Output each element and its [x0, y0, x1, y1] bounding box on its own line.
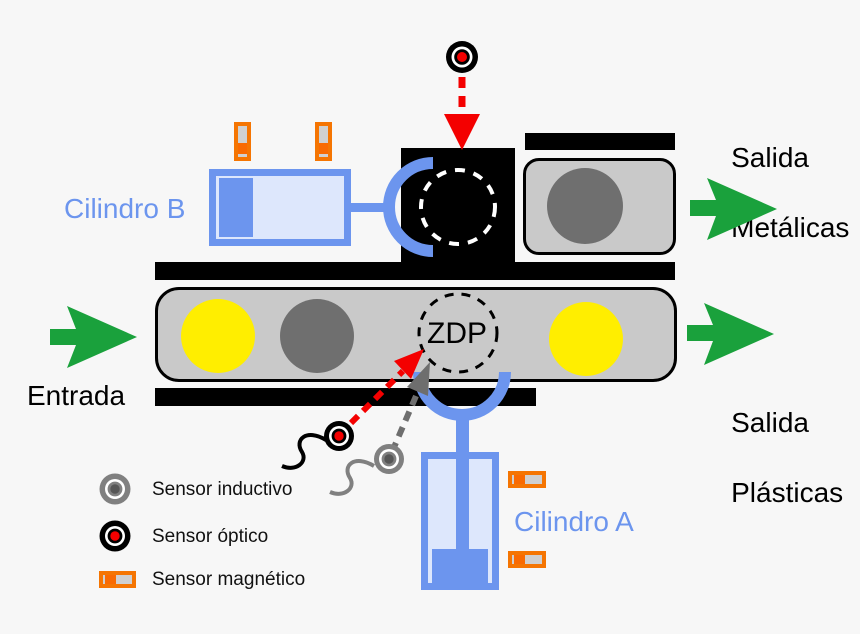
- input-arrow: [50, 306, 137, 368]
- cylinder-a-label: Cilindro A: [514, 506, 634, 537]
- cylinder-b-label: Cilindro B: [64, 193, 186, 224]
- inductive-sensor-bottom-icon: [329, 444, 404, 496]
- magnetic-sensor-b2: [315, 122, 332, 161]
- cylinder-b-body: [209, 169, 351, 246]
- optical-sensor-icon: [99, 520, 131, 552]
- optical-sensor-cable: [281, 433, 328, 470]
- plastic-output-label: Salida Plásticas: [731, 407, 844, 508]
- magnetic-sensor-a1: [508, 471, 546, 488]
- input-label: Entrada: [27, 380, 126, 411]
- magnetic-sensor-b1-indicator: [238, 143, 247, 154]
- conveyor-lower-bar: [155, 388, 536, 406]
- optical-detection-arrow-top: [444, 77, 480, 150]
- metal-tray-guide-bar: [525, 133, 675, 150]
- conveyor-upper-bar: [155, 262, 675, 280]
- metal-output-label: Salida Metálicas: [731, 142, 850, 243]
- sorting-block: [401, 148, 515, 263]
- plastic-piece-left: [181, 299, 255, 373]
- magnetic-sensor-a2-indicator: [514, 555, 525, 564]
- magnetic-sensor-a2: [508, 551, 546, 568]
- magnetic-sensor-b2-indicator: [319, 143, 328, 154]
- conveyor-belt: [155, 287, 677, 382]
- metal-piece-in-tray: [547, 168, 623, 244]
- zdp-zone-label: ZDP: [427, 317, 487, 350]
- plastic-output-arrow: [687, 303, 774, 365]
- legend-optical-label: Sensor óptico: [152, 526, 269, 547]
- optical-sensor-top-icon: [446, 41, 478, 73]
- inductive-sensor-icon: [99, 473, 131, 505]
- metal-piece-on-belt: [280, 299, 354, 373]
- metal-output-tray: [523, 158, 676, 255]
- legend-magnetic-label: Sensor magnético: [152, 569, 306, 590]
- magnetic-sensor-a1-indicator: [514, 475, 525, 484]
- cylinder-a-body: [421, 452, 499, 590]
- magnetic-sensor-icon-indicator: [105, 575, 116, 584]
- cylinder-a-piston: [432, 549, 488, 583]
- legend-inductive-label: Sensor inductivo: [152, 479, 293, 500]
- cylinder-b-piston: [219, 178, 253, 237]
- magnetic-sensor-b1: [234, 122, 251, 161]
- optical-sensor-bottom-icon: [281, 421, 354, 470]
- plastic-piece-right: [549, 302, 623, 376]
- magnetic-sensor-icon: [99, 571, 136, 588]
- inductive-sensor-cable: [329, 459, 376, 496]
- cylinder-a-rod-inner: [456, 459, 469, 559]
